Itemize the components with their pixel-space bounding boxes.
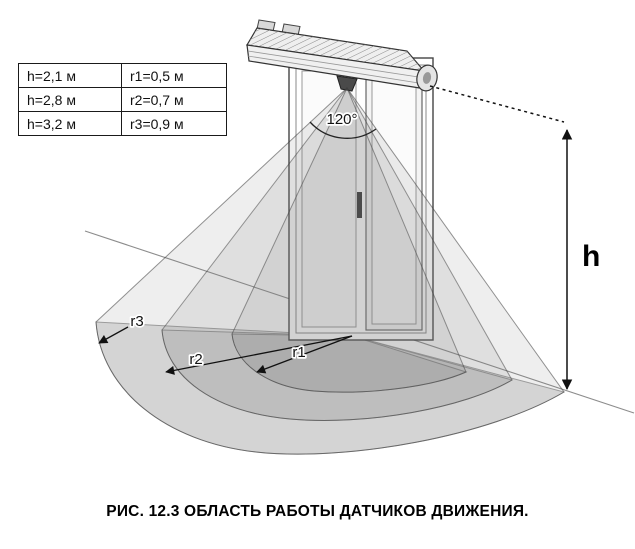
door — [288, 57, 434, 341]
r3-arrow — [98, 326, 129, 344]
height-radius-table: h=2,1 м r1=0,5 м h=2,8 м r2=0,7 м h=3,2 … — [18, 63, 227, 136]
device-top-grille — [247, 28, 424, 71]
r2-label: r2 — [189, 351, 202, 368]
motion-sensor — [336, 75, 358, 92]
figure-caption: РИС. 12.3 ОБЛАСТЬ РАБОТЫ ДАТЧИКОВ ДВИЖЕН… — [106, 503, 529, 520]
angle-arc — [309, 121, 377, 139]
radius-cell: r3=0,9 м — [121, 111, 227, 136]
detection-cone-inner — [231, 86, 467, 393]
air-curtain-device — [246, 19, 438, 92]
height-cell: h=2,8 м — [18, 87, 122, 112]
detection-cone-middle — [161, 87, 513, 421]
r3-label: r3 — [130, 313, 143, 330]
device-end-cap-detail — [422, 72, 432, 84]
front-panel-vent-line — [247, 50, 426, 79]
height-label: h — [582, 240, 600, 273]
table-row: h=3,2 м r3=0,9 м — [18, 111, 227, 136]
r1-arrow — [256, 335, 353, 374]
table-row: h=2,1 м r1=0,5 м — [18, 63, 227, 88]
height-cell: h=2,1 м — [18, 63, 122, 88]
r1-label: r1 — [292, 344, 305, 361]
angle-label: 120° — [326, 111, 357, 128]
radius-cell: r1=0,5 м — [121, 63, 227, 88]
ceiling-reference-dashed-line — [429, 85, 565, 123]
table-row: h=2,8 м r2=0,7 м — [18, 87, 227, 112]
r2-arrow — [165, 335, 353, 375]
radius-cell: r2=0,7 м — [121, 87, 227, 112]
height-cell: h=3,2 м — [18, 111, 122, 136]
door-handle — [357, 192, 362, 218]
front-panel-vent-line — [247, 55, 426, 85]
